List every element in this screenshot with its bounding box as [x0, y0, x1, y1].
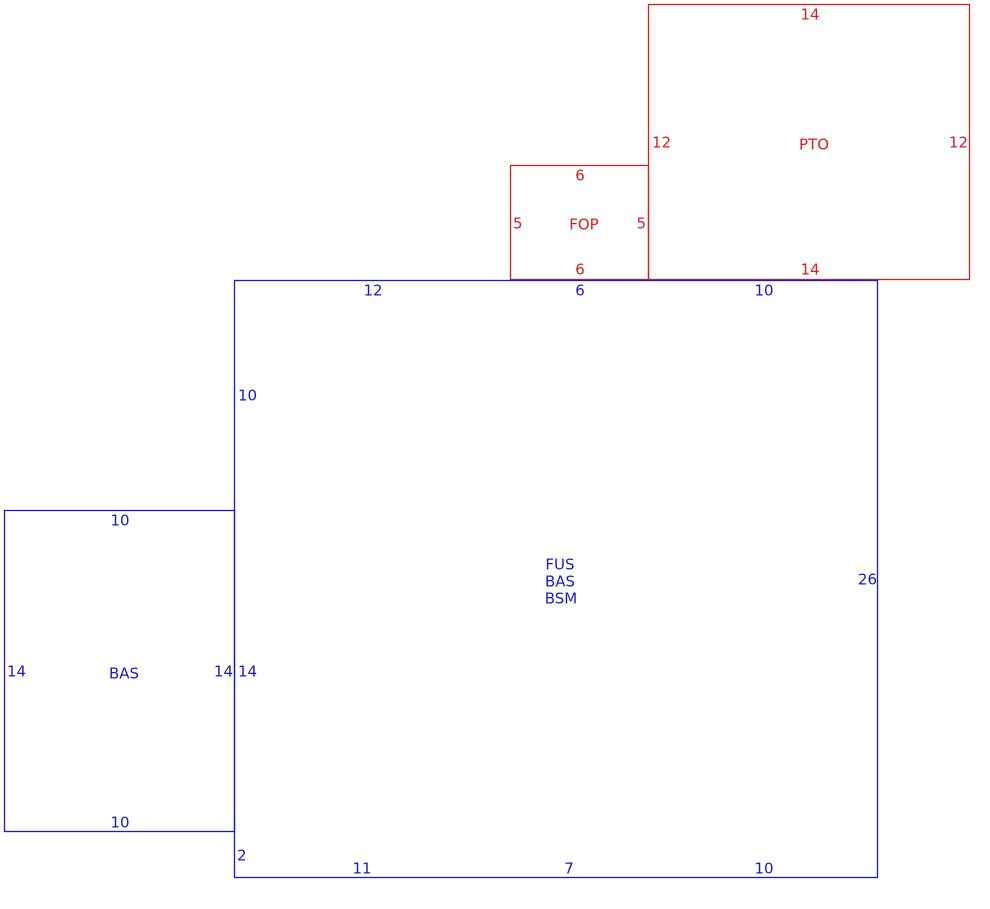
main-top-right-dimension: 10 [754, 282, 773, 300]
pto-left-dimension: 12 [652, 134, 671, 152]
fop-bottom-dimension: 6 [575, 261, 585, 279]
main-bottom-left-dimension: 11 [352, 860, 371, 878]
main-bottom-mid-dimension: 7 [564, 860, 574, 878]
pto-top-dimension: 14 [800, 6, 819, 24]
main-right-dimension: 26 [858, 571, 877, 589]
main-area-label-fus: FUS [545, 556, 574, 574]
main-left-step-dimension: 2 [237, 847, 247, 865]
fop-right-dimension: 5 [636, 215, 646, 233]
pto-area-label: PTO [799, 136, 829, 154]
main-area-label-bsm: BSM [545, 590, 578, 608]
main-bottom-right-dimension: 10 [754, 860, 773, 878]
fop-top-dimension: 6 [575, 167, 585, 185]
bas-left-area-label: BAS [109, 665, 139, 683]
bas-left-top-dimension: 10 [110, 512, 129, 530]
bas-left-bottom-dimension: 10 [110, 814, 129, 832]
pto-area-outline [647, 3, 971, 281]
main-top-left-dimension: 12 [363, 282, 382, 300]
fop-left-dimension: 5 [513, 215, 523, 233]
bas-left-area-outline [3, 509, 236, 833]
main-left-upper-dimension: 10 [238, 387, 257, 405]
pto-bottom-dimension: 14 [800, 261, 819, 279]
bas-left-left-dimension: 14 [7, 663, 26, 681]
main-top-mid-dimension: 6 [575, 282, 585, 300]
main-left-lower-dimension: 14 [238, 663, 257, 681]
fop-area-outline [509, 164, 650, 281]
pto-right-dimension: 12 [949, 134, 968, 152]
main-area-label-bas: BAS [545, 573, 575, 591]
bas-left-right-dimension: 14 [214, 663, 233, 681]
fop-area-label: FOP [569, 216, 598, 234]
